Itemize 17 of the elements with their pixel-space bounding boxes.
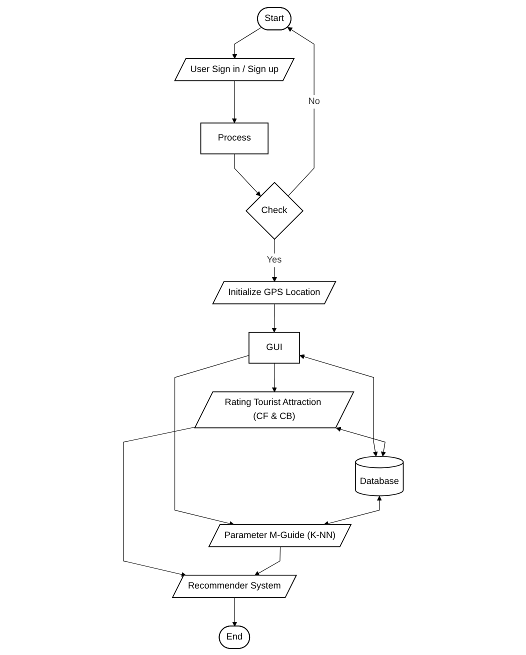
arrow bbox=[299, 354, 378, 456]
node-box: Process bbox=[200, 122, 268, 154]
node-diamond: Check bbox=[245, 181, 304, 240]
edge-label: Yes bbox=[266, 254, 282, 264]
arrow bbox=[323, 495, 382, 526]
arrow bbox=[336, 426, 386, 456]
arrow bbox=[271, 303, 276, 332]
arrow bbox=[272, 362, 277, 392]
arrow bbox=[254, 546, 280, 576]
arrow bbox=[232, 80, 237, 123]
arrow bbox=[234, 153, 260, 196]
node-box: GUI bbox=[248, 331, 300, 364]
arrow bbox=[122, 426, 196, 576]
arrow bbox=[232, 597, 237, 626]
arrow bbox=[232, 26, 262, 58]
arrow bbox=[286, 26, 314, 196]
edge-label: No bbox=[308, 96, 320, 106]
